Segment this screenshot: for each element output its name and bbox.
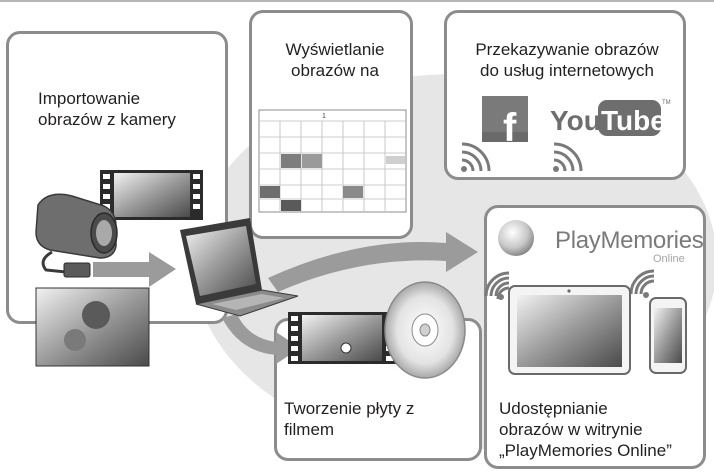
wifi-icon-facebook xyxy=(461,142,491,172)
phone-icon xyxy=(649,297,687,374)
facebook-glyph: f xyxy=(503,106,517,150)
youtube-tube: Tube xyxy=(601,105,666,136)
arrow-laptop-to-disc xyxy=(222,314,300,364)
kid-photo xyxy=(35,287,150,367)
playmemories-brand: PlayMemories xyxy=(555,227,704,254)
online-label: Udostępnianie obrazów w witrynie „PlayMe… xyxy=(499,399,672,460)
wifi-icon-phone xyxy=(629,269,655,298)
share-panel xyxy=(444,10,686,180)
youtube-you: You xyxy=(550,105,601,136)
arrow-laptop-to-online xyxy=(268,232,478,292)
youtube-tm: TM xyxy=(662,100,671,106)
tablet-icon xyxy=(508,285,631,375)
calendar-header: 1 xyxy=(322,113,326,120)
wifi-icon-youtube xyxy=(553,142,583,172)
wifi-icon-tablet xyxy=(484,271,510,300)
camcorder-icon xyxy=(35,193,118,278)
film-strip-icon xyxy=(100,170,203,220)
disc-icon xyxy=(384,281,466,379)
view-label: Wyświetlanie obrazów na xyxy=(285,40,385,80)
import-label: Importowanie obrazów z kamery xyxy=(38,89,176,129)
top-rule xyxy=(0,0,714,2)
playmemories-logo-icon xyxy=(498,220,534,256)
disc-label: Tworzenie płyty z filmem xyxy=(284,399,415,439)
calendar-icon: 1 xyxy=(258,109,407,213)
share-label: Przekazywanie obrazów do usług interneto… xyxy=(475,40,659,80)
laptop-icon xyxy=(180,218,299,317)
playmemories-sub: Online xyxy=(653,253,685,265)
facebook-icon: f xyxy=(482,96,528,150)
disc-film-strip-icon xyxy=(288,312,396,364)
arrow-camera-to-laptop xyxy=(93,252,176,287)
youtube-logo: You Tube TM xyxy=(550,100,671,136)
